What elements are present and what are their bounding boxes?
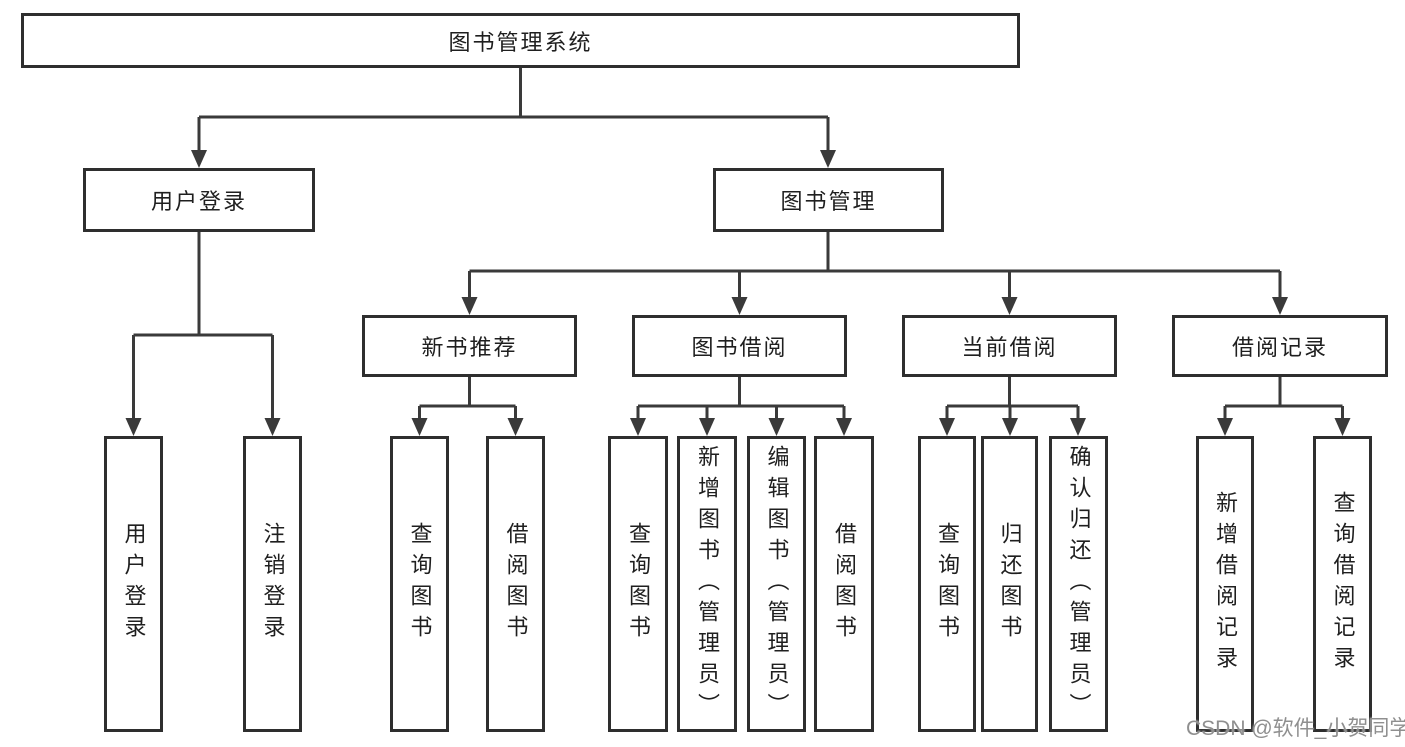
node-label: 新书推荐: [421, 335, 518, 360]
node-leaf-borrow-books-1: 借阅图书: [486, 436, 545, 732]
node-leaf-query-books-3: 查询图书: [918, 436, 976, 732]
node-label: 查询图书: [935, 522, 960, 646]
node-leaf-add-books: 新增图书（管理员）: [677, 436, 737, 732]
node-new-book-recommend: 新书推荐: [362, 315, 577, 377]
node-leaf-return-books: 归还图书: [981, 436, 1038, 732]
node-label: 查询借阅记录: [1330, 491, 1356, 677]
node-label: 新增借阅记录: [1213, 491, 1238, 677]
node-label: 归还图书: [997, 522, 1023, 646]
node-label: 新增图书（管理员）: [695, 444, 720, 724]
node-label: 图书管理系统: [448, 29, 593, 55]
node-label: 编辑图书（管理员）: [764, 444, 790, 724]
node-label: 确认归还（管理员）: [1066, 444, 1092, 724]
node-label: 图书借阅: [691, 335, 788, 360]
node-leaf-edit-books: 编辑图书（管理员）: [747, 436, 806, 732]
arrowhead-icon: [125, 150, 1351, 436]
node-label: 当前借阅: [961, 335, 1058, 360]
node-label: 借阅图书: [503, 522, 529, 646]
node-borrowing-records: 借阅记录: [1172, 315, 1388, 377]
node-book-management: 图书管理: [713, 168, 944, 232]
node-label: 借阅图书: [832, 522, 857, 646]
node-library-management-system: 图书管理系统: [21, 13, 1020, 68]
node-leaf-user-login: 用户登录: [104, 436, 163, 732]
node-label: 查询图书: [407, 522, 433, 646]
node-label: 用户登录: [150, 189, 247, 214]
node-leaf-logout: 注销登录: [243, 436, 302, 732]
node-leaf-query-books-2: 查询图书: [608, 436, 668, 732]
node-leaf-borrow-books-2: 借阅图书: [814, 436, 874, 732]
node-user-login: 用户登录: [83, 168, 315, 232]
node-leaf-add-borrow-record: 新增借阅记录: [1196, 436, 1254, 732]
node-leaf-confirm-return: 确认归还（管理员）: [1049, 436, 1108, 732]
watermark: CSDN @软件_小贺同学: [1186, 717, 1405, 740]
node-label: 注销登录: [260, 522, 286, 646]
node-label: 图书管理: [780, 189, 877, 214]
node-current-borrowing: 当前借阅: [902, 315, 1117, 377]
node-leaf-query-borrow-record: 查询借阅记录: [1313, 436, 1372, 732]
node-leaf-query-books-1: 查询图书: [390, 436, 449, 732]
node-label: 查询图书: [626, 522, 651, 646]
edge-line: [132, 68, 1344, 422]
node-label: 借阅记录: [1231, 335, 1328, 360]
node-label: 用户登录: [121, 522, 147, 646]
node-book-borrowing: 图书借阅: [632, 315, 847, 377]
